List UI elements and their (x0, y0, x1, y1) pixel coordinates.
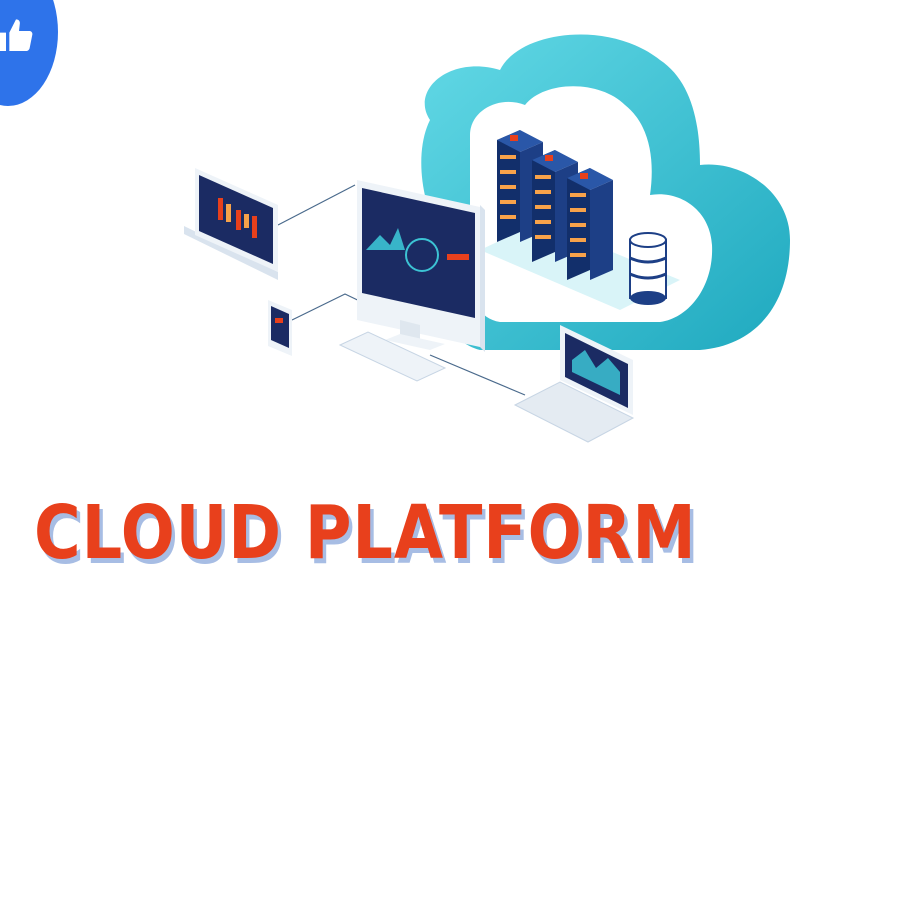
server-rack-3 (567, 168, 613, 280)
like-badge[interactable] (0, 0, 58, 106)
thumbs-up-icon (0, 19, 33, 51)
database-icon (629, 232, 667, 305)
tablet-device (184, 168, 278, 280)
phone-device (268, 300, 292, 356)
keyboard (338, 331, 447, 382)
desktop-monitor (357, 180, 485, 352)
cloud-computing-illustration (184, 34, 790, 443)
laptop-device (513, 325, 635, 443)
headline: CLOUD PLATFORM (34, 490, 697, 576)
